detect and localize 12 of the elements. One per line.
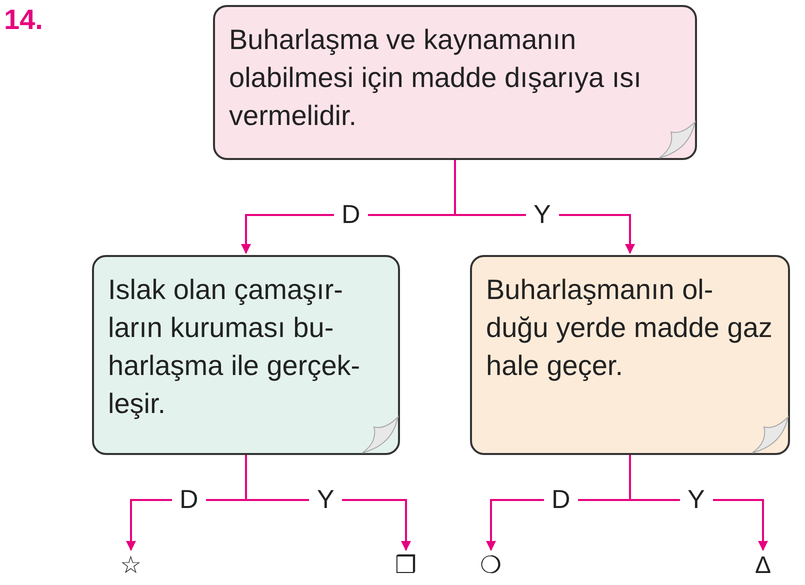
question-text: Islak olan çamaşır- ların kuruması bu- harlaşma ile gerçek- leşir.: [108, 273, 362, 421]
question-box: [92, 255, 400, 455]
square-symbol: ❒: [391, 552, 421, 580]
question-text: Buharlaşmanın ol- duğu yerde madde gaz hale geçer.: [486, 273, 774, 383]
question-box: [213, 5, 697, 160]
question-number: 14.: [4, 4, 43, 36]
question-box: [470, 255, 790, 455]
arrow: [454, 160, 635, 254]
triangle-symbol: Δ: [748, 552, 778, 580]
circle-symbol: ❍: [476, 552, 506, 580]
star-symbol: ☆: [116, 552, 146, 580]
question-text: Buharlaşma ve kaynamanın olabilmesi için madde dışarıya ısı vermelidir.: [229, 23, 642, 133]
